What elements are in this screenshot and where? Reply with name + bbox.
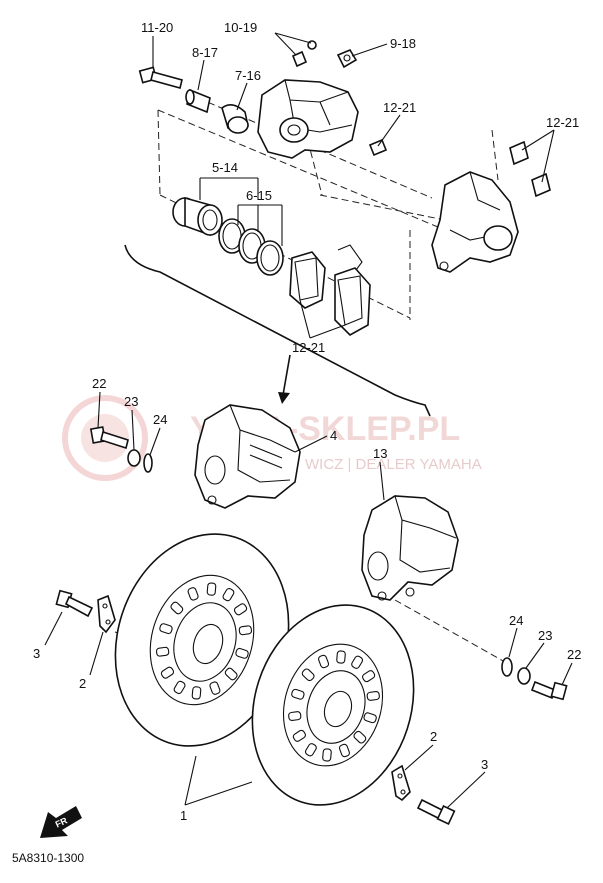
watermark-sub: WICZ | DEALER YAMAHA <box>305 456 482 473</box>
bleed-screw <box>291 40 317 68</box>
disc-slot <box>363 712 377 724</box>
caliper-bracket-right <box>431 140 551 273</box>
disc-slot <box>301 668 315 682</box>
label-22-left: 22 <box>92 376 106 391</box>
disc-slot <box>206 582 217 596</box>
bolt-set-right <box>501 657 568 701</box>
caliper-body-upper <box>257 79 359 159</box>
disc-slot <box>170 601 184 615</box>
group-arrow-line <box>282 354 291 396</box>
disc-slot <box>291 688 305 700</box>
label-10-19: 10-19 <box>224 20 257 35</box>
disc-slot <box>336 650 346 664</box>
group-arrow-head <box>278 392 290 404</box>
boot <box>221 104 249 134</box>
disc-slot <box>304 743 317 757</box>
label-5-14: 5-14 <box>212 160 238 175</box>
disc-slot <box>233 603 248 616</box>
disc-slot <box>288 711 302 721</box>
label-24-right: 24 <box>509 613 523 628</box>
caliper-assembly-4 <box>194 404 301 509</box>
brake-pads <box>289 244 371 336</box>
label-12-21-top: 12-21 <box>383 100 416 115</box>
label-7-16: 7-16 <box>235 68 261 83</box>
disc-slot <box>322 748 332 762</box>
disc-slot <box>173 680 186 695</box>
disc-slot <box>159 623 173 635</box>
label-2-right: 2 <box>430 729 437 744</box>
disc-slot <box>338 743 350 758</box>
caliper-group-bracket <box>124 244 431 417</box>
label-12-21-right: 12-21 <box>546 115 579 130</box>
disc-slot <box>292 729 306 742</box>
label-12-21-pads: 12-21 <box>292 340 325 355</box>
label-3-left: 3 <box>33 646 40 661</box>
front-arrow-icon: FR <box>40 806 82 838</box>
front-marker-text: FR <box>54 815 70 829</box>
callout-leaders <box>44 32 573 809</box>
disc-slot <box>209 681 221 695</box>
disc-slot <box>238 625 253 636</box>
label-1: 1 <box>180 808 187 823</box>
disc-slot <box>222 587 235 602</box>
disc-slot <box>155 646 170 657</box>
caliper-assembly-13 <box>361 495 459 601</box>
label-4: 4 <box>330 428 337 443</box>
pad-clip-small <box>368 138 388 157</box>
lock-plate-right <box>391 764 411 802</box>
label-8-17: 8-17 <box>192 45 218 60</box>
label-11-20: 11-20 <box>141 20 173 35</box>
disc-slot <box>160 666 175 679</box>
label-23-left: 23 <box>124 394 138 409</box>
disc-slot <box>224 667 238 681</box>
brake-disc-right <box>251 604 415 806</box>
label-24-left: 24 <box>153 412 167 427</box>
label-2-left: 2 <box>79 676 86 691</box>
disc-slot <box>191 686 202 700</box>
disc-bolt-left <box>55 589 94 618</box>
piston-and-seals <box>172 196 284 276</box>
disc-slot <box>187 587 199 601</box>
label-13: 13 <box>373 446 387 461</box>
bolt-set-left <box>89 426 153 473</box>
disc-slot <box>235 647 249 659</box>
disc-slot <box>318 654 330 669</box>
label-23-right: 23 <box>538 628 552 643</box>
sleeve <box>185 88 211 114</box>
pad-pin <box>336 48 358 69</box>
caliper-bolt-upper <box>138 66 183 89</box>
disc-bolt-right <box>416 798 456 825</box>
label-6-15: 6-15 <box>246 188 272 203</box>
label-9-18: 9-18 <box>390 36 416 51</box>
disc-slot <box>353 730 367 744</box>
disc-slot <box>351 655 364 669</box>
disc-slot <box>366 691 380 701</box>
label-22-right: 22 <box>567 647 581 662</box>
lock-plate-left <box>97 594 116 634</box>
callout-labels: 11-20 10-19 9-18 8-17 7-16 12-21 12-21 5… <box>33 20 581 823</box>
diagram-code: 5A8310-1300 <box>12 851 84 865</box>
disc-slot <box>362 670 376 683</box>
label-3-right: 3 <box>481 757 488 772</box>
